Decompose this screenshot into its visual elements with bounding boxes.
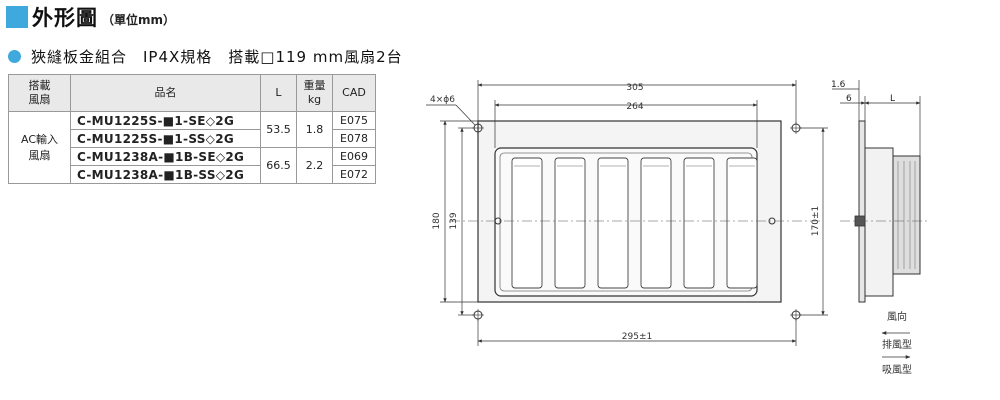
slit-louvre	[511, 157, 543, 289]
dim-180: 180	[432, 212, 442, 229]
power-cell: AC輸入 風扇	[8, 111, 71, 184]
heading: 外形圖 （單位mm）	[6, 4, 175, 30]
cad-link[interactable]: E078	[332, 129, 376, 148]
unit-label: （單位mm）	[102, 13, 176, 27]
model-cell: C-MU1238A-■1B-SS◇2G	[70, 165, 261, 184]
side-flange	[858, 120, 866, 303]
airflow-title: 風向	[887, 310, 907, 323]
header-power-text: 搭載 風扇	[28, 79, 51, 106]
front-view	[450, 120, 820, 321]
dim-139: 139	[449, 212, 459, 229]
hole-callout: 4×ϕ6	[430, 95, 455, 105]
side-view	[840, 120, 930, 303]
table-row: C-MU1238A-■1B-SS◇2G E072	[9, 165, 376, 184]
header-model: 品名	[70, 74, 261, 112]
side-dim-1.6: 1.6	[831, 80, 846, 90]
dim-264: 264	[626, 102, 643, 112]
table-row: AC輸入 風扇 C-MU1225S-■1-SE◇2G 53.5 1.8 E075	[8, 111, 376, 184]
header-L: L	[260, 74, 297, 112]
cad-link[interactable]: E075	[332, 111, 376, 130]
dim-305: 305	[626, 83, 643, 93]
header-weight: 重量 kg	[296, 74, 333, 112]
fan-housing	[864, 147, 894, 297]
weight-cell: 1.8	[296, 111, 333, 148]
weight-cell: 2.2	[296, 147, 333, 184]
L-cell: 53.5	[260, 111, 297, 148]
dim-295: 295±1	[622, 332, 652, 342]
subheading-text: 狹縫板金組合 IP4X規格 搭載□119 mm風扇2台	[31, 48, 403, 66]
cad-link[interactable]: E072	[332, 165, 376, 184]
side-dim-L: L	[890, 94, 895, 104]
table-header-row: 搭載 風扇 品名 L 重量 kg CAD	[8, 74, 376, 112]
table-row: C-MU1225S-■1-SS◇2G E078	[9, 129, 376, 148]
model-cell: C-MU1238A-■1B-SE◇2G	[70, 147, 261, 166]
slit-louvre	[640, 157, 672, 289]
cad-link[interactable]: E069	[332, 147, 376, 166]
power-label: AC輸入 風扇	[20, 132, 58, 162]
model-cell: C-MU1225S-■1-SS◇2G	[70, 129, 261, 148]
slit-louvre	[554, 157, 586, 289]
subheading: 狹縫板金組合 IP4X規格 搭載□119 mm風扇2台	[8, 46, 403, 67]
dimension-lines	[426, 80, 828, 346]
model-cell: C-MU1225S-■1-SE◇2G	[70, 111, 261, 130]
airflow-exhaust: 排風型	[882, 338, 912, 351]
dim-170: 170±1	[811, 206, 821, 236]
slit-louvre	[683, 157, 715, 289]
header-power: 搭載 風扇	[8, 74, 71, 112]
slit-louvre	[726, 157, 758, 289]
airflow-intake: 吸風型	[882, 363, 912, 376]
slit-group	[511, 157, 758, 289]
L-cell: 66.5	[260, 147, 297, 184]
outline-drawing: 4×ϕ6 305 264 180 139 170±1 295±1 1.6 6 L…	[426, 80, 930, 376]
spec-table: 搭載 風扇 品名 L 重量 kg CAD AC輸入 風扇 C-MU1225S-■…	[8, 74, 376, 184]
heading-marker	[6, 6, 28, 28]
page-title: 外形圖	[32, 6, 98, 30]
fan-body	[892, 155, 921, 275]
side-dim-6: 6	[846, 94, 852, 104]
header-cad: CAD	[332, 74, 376, 112]
airflow-legend: 風向 排風型 吸風型	[881, 310, 912, 376]
bullet-icon	[8, 50, 21, 63]
slit-louvre	[597, 157, 629, 289]
header-weight-text: 重量 kg	[303, 79, 326, 106]
